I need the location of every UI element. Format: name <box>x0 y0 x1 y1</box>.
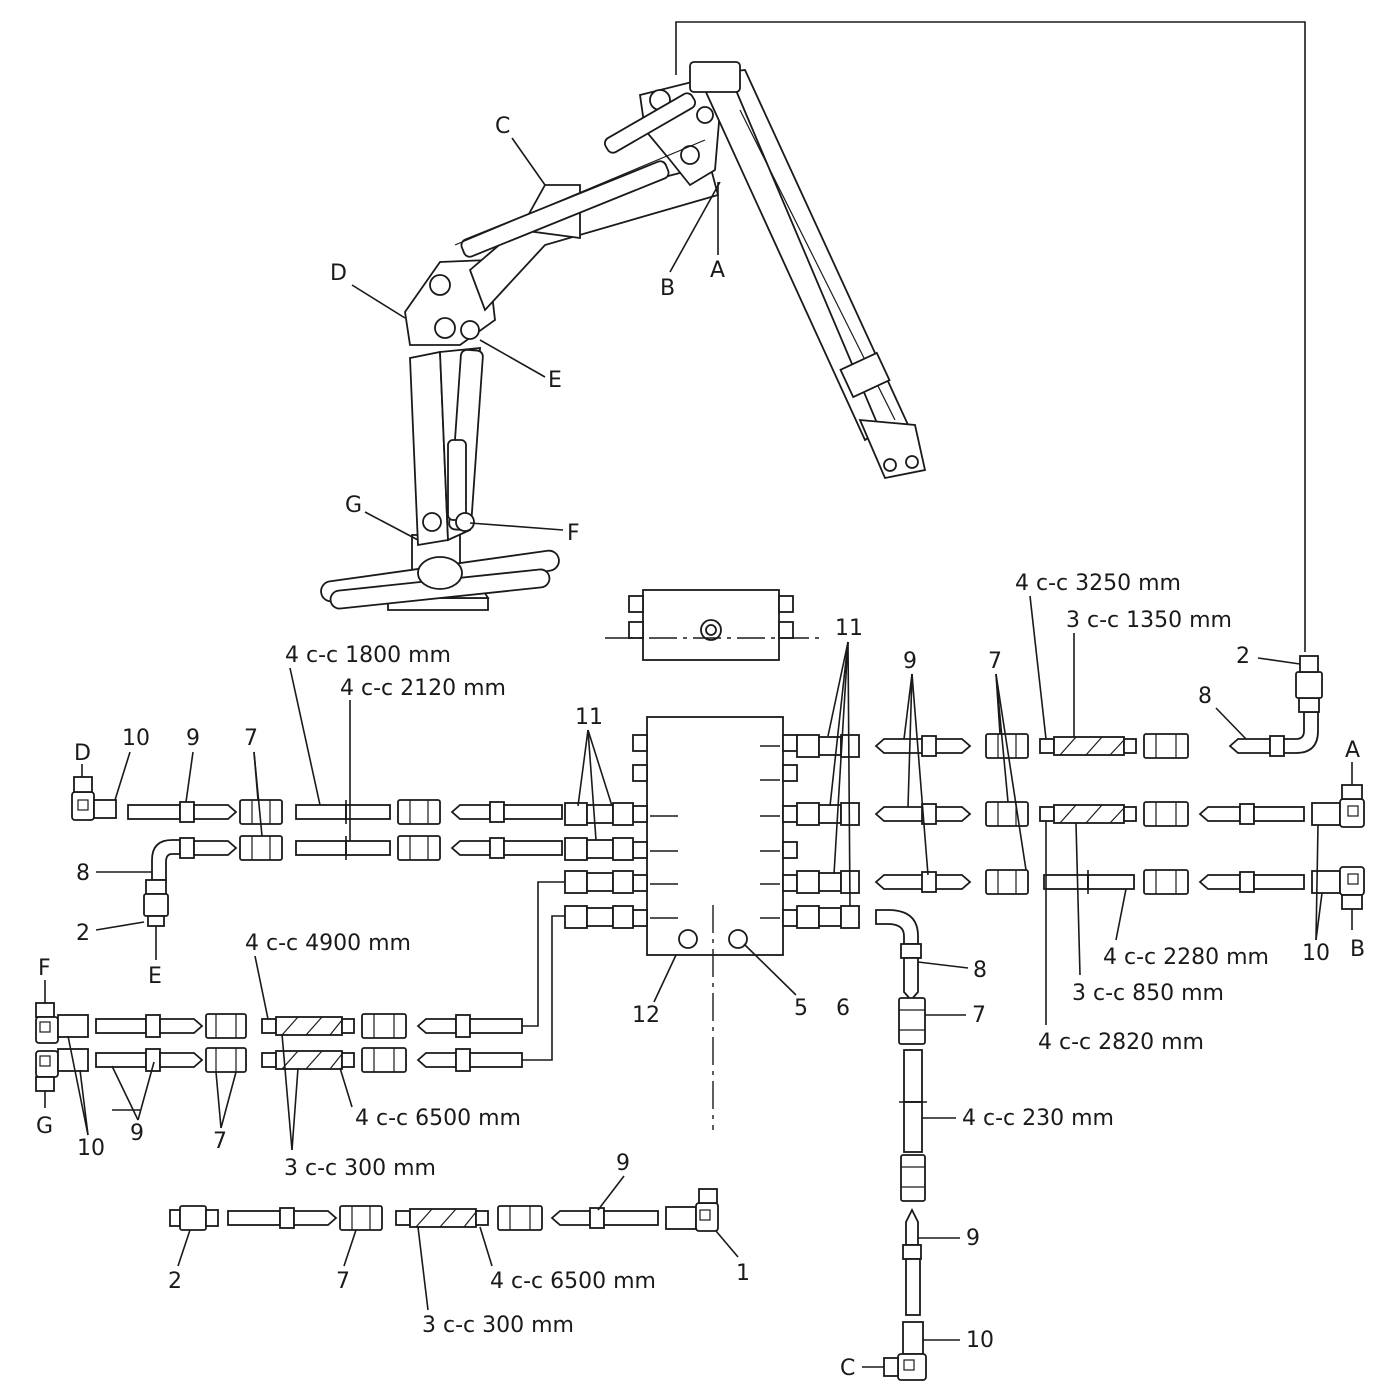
label-7-vertical: 7 <box>972 1003 986 1028</box>
label-10-left-bottom: 10 <box>77 1136 105 1161</box>
hose-label-1800: 4 c-c 1800 mm <box>285 643 451 668</box>
hose-label-2120: 4 c-c 2120 mm <box>340 676 506 701</box>
label-9-bottom: 9 <box>616 1151 630 1176</box>
hose-label-3250: 4 c-c 3250 mm <box>1015 571 1181 596</box>
label-7-left-bottom: 7 <box>213 1129 227 1154</box>
label-a-right: A <box>1345 738 1360 763</box>
label-5: 5 <box>794 996 808 1021</box>
hose-line-right-top <box>874 655 1323 759</box>
hose-label-300-bottom: 3 c-c 300 mm <box>422 1313 574 1338</box>
label-9-left-bottom: 9 <box>130 1121 144 1146</box>
label-d-left: D <box>74 741 91 766</box>
hose-label-2280: 4 c-c 2280 mm <box>1103 945 1269 970</box>
hose-label-6500-left: 4 c-c 6500 mm <box>355 1106 521 1131</box>
crane-label-c: C <box>495 114 510 139</box>
hose-label-6500-bottom: 4 c-c 6500 mm <box>490 1269 656 1294</box>
hose-line-c <box>875 909 927 1381</box>
label-b-right: B <box>1350 937 1365 962</box>
label-f-left: F <box>38 956 51 981</box>
valve-fittings-left <box>564 802 634 929</box>
label-2-left: 2 <box>76 921 90 946</box>
hose-label-2820: 4 c-c 2820 mm <box>1038 1030 1204 1055</box>
label-10-vertical: 10 <box>966 1328 994 1353</box>
crane-label-b: B <box>660 276 675 301</box>
crane-label-e: E <box>548 368 562 393</box>
label-10-left-top: 10 <box>122 726 150 751</box>
hose-label-300-left: 3 c-c 300 mm <box>284 1156 436 1181</box>
label-11-right: 11 <box>835 616 863 641</box>
hose-line-d <box>71 776 563 825</box>
label-7-bottom: 7 <box>336 1269 350 1294</box>
crane-labels: C D B A E G F <box>330 114 725 546</box>
valve-block-top-view <box>605 589 820 661</box>
label-e-left: E <box>148 964 162 989</box>
label-2-bottom: 2 <box>168 1269 182 1294</box>
label-g-left: G <box>36 1114 53 1139</box>
hose-label-230: 4 c-c 230 mm <box>962 1106 1114 1131</box>
crane-label-f: F <box>567 521 580 546</box>
hose-label-1350: 3 c-c 1350 mm <box>1066 608 1232 633</box>
hose-line-1 <box>169 1188 719 1232</box>
label-6: 6 <box>836 996 850 1021</box>
main-valve-block <box>632 716 798 1130</box>
hose-label-850: 3 c-c 850 mm <box>1072 981 1224 1006</box>
hose-line-right-b <box>874 866 1365 910</box>
label-12: 12 <box>632 1003 660 1028</box>
label-11-left: 11 <box>575 705 603 730</box>
hose-line-f <box>35 881 565 1044</box>
label-8-left: 8 <box>76 861 90 886</box>
label-c-bottom: C <box>840 1356 855 1381</box>
label-9-left-top: 9 <box>186 726 200 751</box>
label-8-right: 8 <box>1198 684 1212 709</box>
crane-illustration <box>320 61 927 611</box>
crane-label-g: G <box>345 493 362 518</box>
connection-line-crane <box>675 21 1306 652</box>
label-9-right: 9 <box>903 649 917 674</box>
part-labels: D 10 9 7 4 c-c 1800 mm 4 c-c 2120 mm 11 … <box>36 571 1365 1381</box>
hose-label-4900: 4 c-c 4900 mm <box>245 931 411 956</box>
label-7-left-top: 7 <box>244 726 258 751</box>
crane-label-d: D <box>330 261 347 286</box>
hose-line-e <box>143 835 563 960</box>
label-1: 1 <box>736 1261 750 1286</box>
label-9-vertical: 9 <box>966 1226 980 1251</box>
crane-label-a: A <box>710 258 725 283</box>
label-8-vertical: 8 <box>973 958 987 983</box>
label-2-right: 2 <box>1236 644 1250 669</box>
hose-line-right-a <box>874 784 1365 828</box>
label-7-right: 7 <box>988 649 1002 674</box>
label-10-right: 10 <box>1302 941 1330 966</box>
